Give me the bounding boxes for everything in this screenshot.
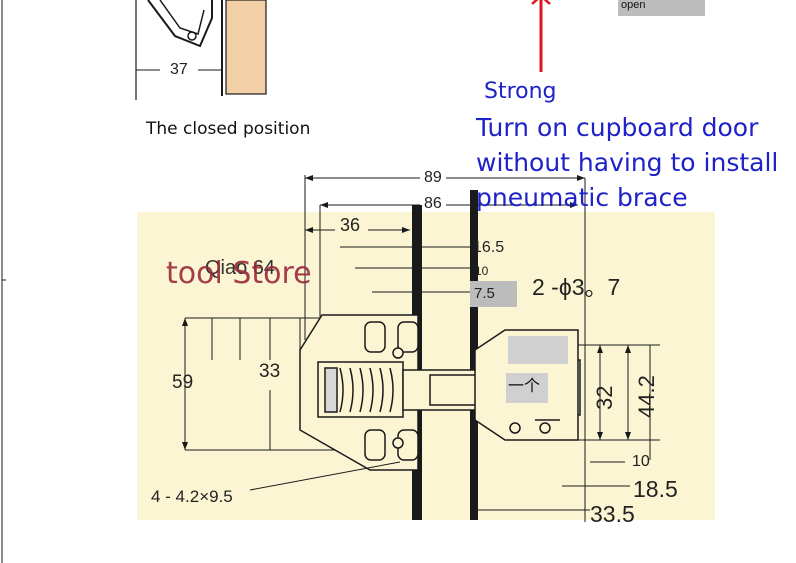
screw-leader-line — [249, 461, 401, 491]
open-tag-box — [618, 0, 705, 16]
red-arrow-up-icon — [531, 0, 551, 72]
dimension-86: 86 — [424, 195, 442, 212]
callout-line-2: without having to install — [476, 148, 779, 177]
gray-box-dot — [508, 336, 568, 364]
wood-panel-top — [225, 0, 267, 95]
strong-label: Strong — [484, 79, 557, 104]
gray-box-7-5 — [470, 281, 517, 307]
dimension-16-5: 16.5 — [473, 239, 505, 256]
callout-line-3: pneumatic brace — [476, 183, 688, 212]
gray-box-tag — [506, 373, 548, 403]
screw-spec-label: 4 - 4.2×9.5 — [151, 487, 233, 506]
closed-position-sketch — [135, 0, 267, 100]
watermark-store: tool Store — [166, 256, 312, 291]
closed-position-caption: The closed position — [146, 119, 311, 139]
tag-glyph: 一个 — [508, 376, 541, 395]
open-tag-label: open — [621, 0, 646, 11]
dimension-7-5: 7.5 — [474, 285, 495, 302]
watermark-overlay: Qiao 64 — [205, 257, 276, 279]
dimension-59: 59 — [172, 372, 194, 393]
dimension-18-5: 18.5 — [633, 476, 678, 502]
dimension-lines — [184, 175, 660, 522]
dimension-32: 32 — [592, 385, 617, 410]
hole-spec-label: 2 -ϕ3。7 — [532, 274, 621, 300]
dimension-10-top: 10 — [475, 264, 489, 278]
dimension-arrowheads — [182, 175, 631, 450]
dimension-33: 33 — [259, 361, 281, 382]
dimension-44-2: 44.2 — [634, 375, 659, 418]
dimension-89: 89 — [424, 169, 442, 186]
dimension-36: 36 — [340, 215, 361, 235]
dimension-37: 37 — [170, 61, 188, 78]
drawing-panel — [137, 212, 715, 520]
dimension-10-bottom: 10 — [632, 453, 650, 470]
dimension-33-5: 33.5 — [590, 501, 635, 527]
callout-line-1: Turn on cupboard door — [476, 113, 759, 142]
